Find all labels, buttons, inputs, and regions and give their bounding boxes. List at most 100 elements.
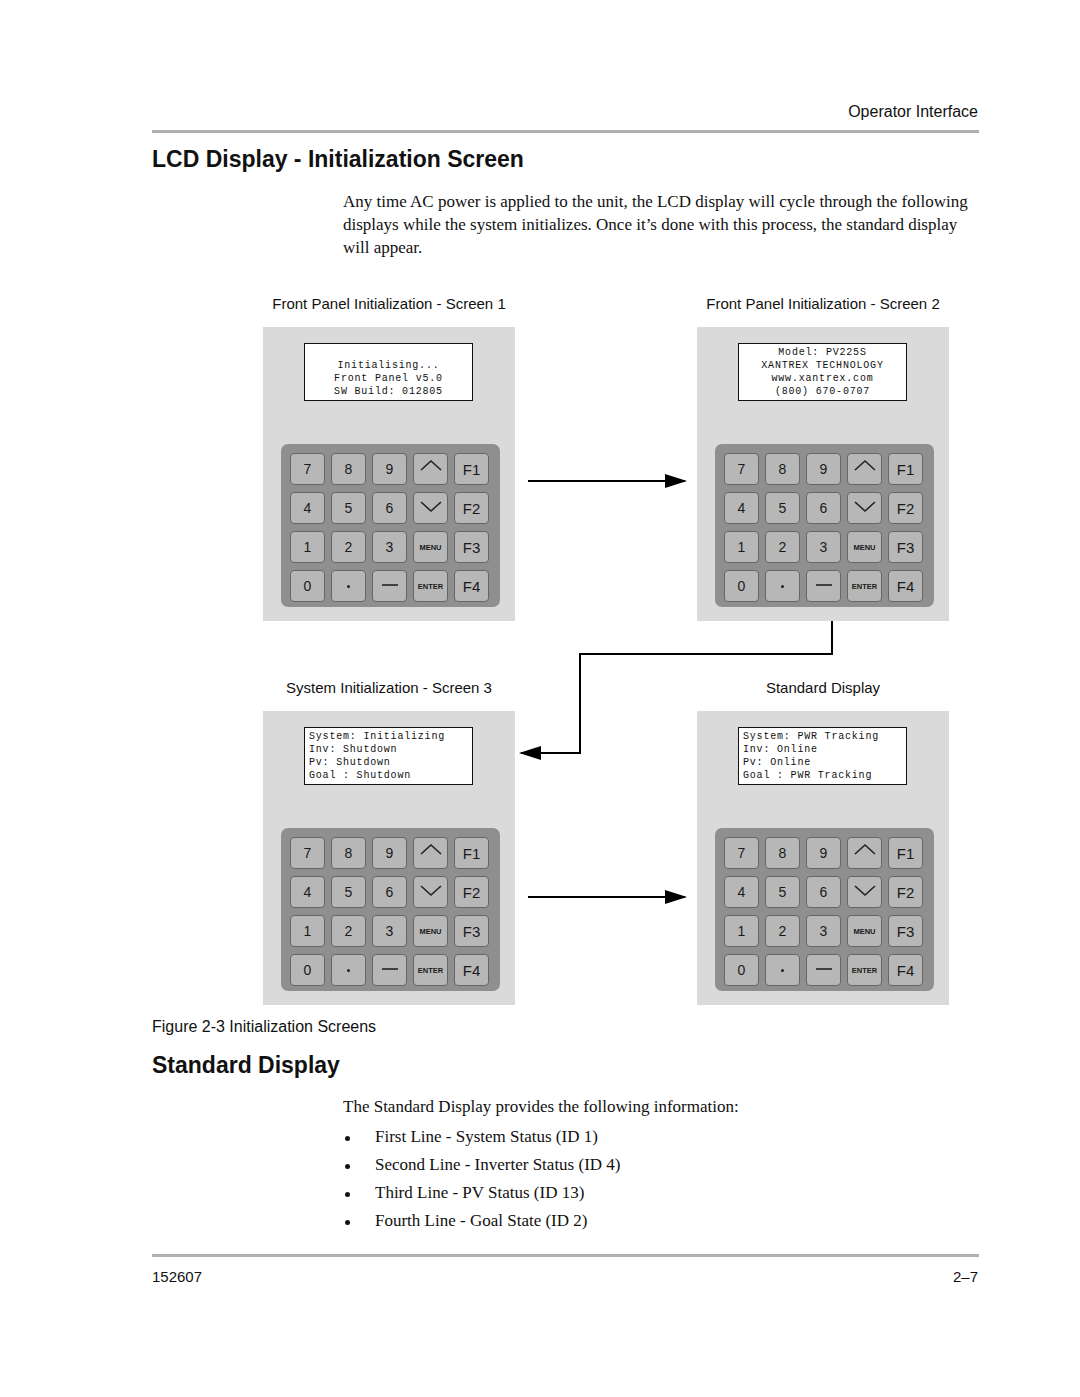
keypad-key: MENU	[413, 915, 448, 947]
key-label: F1	[463, 461, 481, 478]
keypad-key: F4	[888, 570, 923, 602]
dot-key-symbol	[781, 969, 784, 972]
key-label: 9	[820, 461, 828, 477]
key-label: F3	[897, 539, 915, 556]
lcd-line: Pv: Online	[741, 756, 904, 769]
key-label: F2	[897, 884, 915, 901]
keypad-key: F4	[454, 570, 489, 602]
keypad-key: 4	[290, 492, 325, 524]
keypad-key: F1	[888, 837, 923, 869]
keypad: 789F1456F2123MENUF30ENTERF4	[715, 828, 934, 991]
dash-key	[373, 571, 406, 601]
key-label: F4	[463, 962, 481, 979]
bullet-dot	[345, 1164, 350, 1169]
key-label: 4	[738, 884, 746, 900]
key-label: ENTER	[852, 966, 877, 975]
lcd-screen: System: PWR TrackingInv: OnlinePv: Onlin…	[738, 727, 907, 785]
screen-panel: Front Panel Initialization - Screen 2Mod…	[697, 295, 949, 621]
key-label: F3	[463, 539, 481, 556]
keypad-key: 8	[765, 453, 800, 485]
keypad-key	[413, 453, 448, 485]
screen-panel: Front Panel Initialization - Screen 1Ini…	[263, 295, 515, 621]
front-panel: Initialising...Front Panel v5.0SW Build:…	[263, 327, 515, 621]
key-label: 6	[386, 884, 394, 900]
key-label: 2	[779, 923, 787, 939]
key-label: F4	[897, 962, 915, 979]
key-label: 8	[345, 461, 353, 477]
front-panel: System: InitializingInv: ShutdownPv: Shu…	[263, 711, 515, 1005]
keypad-key: 0	[724, 954, 759, 986]
panel-heading: System Initialization - Screen 3	[223, 679, 555, 711]
key-label: 2	[345, 923, 353, 939]
key-symbol	[816, 968, 832, 970]
keypad-key: 1	[290, 531, 325, 563]
keypad-key	[847, 453, 882, 485]
keypad-key: 7	[290, 453, 325, 485]
keypad-key	[765, 570, 800, 602]
keypad-key: F4	[454, 954, 489, 986]
keypad-key: MENU	[413, 531, 448, 563]
keypad: 789F1456F2123MENUF30ENTERF4	[281, 444, 500, 607]
key-label: 3	[386, 539, 394, 555]
key-label: 8	[345, 845, 353, 861]
keypad-key: 3	[372, 915, 407, 947]
keypad-key: 5	[765, 492, 800, 524]
keypad-key: 9	[372, 837, 407, 869]
key-label: ENTER	[418, 966, 443, 975]
key-symbol	[816, 584, 832, 586]
keypad-key: 2	[765, 915, 800, 947]
key-label: 5	[779, 500, 787, 516]
keypad-key: 2	[331, 915, 366, 947]
keypad-key: 0	[290, 570, 325, 602]
key-label: 7	[738, 461, 746, 477]
key-label: F3	[897, 923, 915, 940]
keypad-key: F3	[888, 531, 923, 563]
key-symbol	[855, 845, 875, 854]
keypad-key	[413, 837, 448, 869]
keypad-key: F2	[888, 876, 923, 908]
key-label: 6	[820, 884, 828, 900]
key-label: 2	[779, 539, 787, 555]
keypad-key	[847, 837, 882, 869]
keypad-key: F2	[888, 492, 923, 524]
down-arrow-key	[848, 877, 881, 907]
keypad-key	[372, 954, 407, 986]
key-label: F4	[897, 578, 915, 595]
key-label: 8	[779, 845, 787, 861]
bullet-dot	[345, 1220, 350, 1225]
lcd-line: Initialising...	[307, 359, 470, 372]
lcd-line: Goal : Shutdown	[307, 769, 470, 782]
keypad-key: ENTER	[413, 570, 448, 602]
figure-caption: Figure 2-3 Initialization Screens	[152, 1018, 376, 1036]
key-label: F1	[463, 845, 481, 862]
up-arrow-key	[414, 838, 447, 868]
key-label: F3	[463, 923, 481, 940]
keypad-key: F1	[454, 453, 489, 485]
keypad-key: F4	[888, 954, 923, 986]
flow-arrow	[528, 896, 685, 898]
key-label: F2	[463, 884, 481, 901]
keypad-key: 0	[290, 954, 325, 986]
key-label: F1	[897, 845, 915, 862]
keypad-key: 4	[290, 876, 325, 908]
bullet-dot	[345, 1192, 350, 1197]
key-symbol	[382, 584, 398, 586]
key-label: ENTER	[418, 582, 443, 591]
key-label: 4	[738, 500, 746, 516]
key-label: 5	[345, 884, 353, 900]
lcd-line: Inv: Online	[741, 743, 904, 756]
running-header: Operator Interface	[848, 103, 978, 121]
keypad-key: 9	[372, 453, 407, 485]
keypad-key: 9	[806, 453, 841, 485]
lcd-line: Model: PV225S	[741, 346, 904, 359]
section-heading: Standard Display	[152, 1052, 340, 1079]
key-label: 3	[386, 923, 394, 939]
keypad-key	[413, 492, 448, 524]
keypad-key: 4	[724, 876, 759, 908]
bullet-dot	[345, 1136, 350, 1141]
up-arrow-key	[414, 454, 447, 484]
lcd-line: Inv: Shutdown	[307, 743, 470, 756]
key-label: 6	[820, 500, 828, 516]
key-label: 0	[738, 578, 746, 594]
up-arrow-key	[848, 454, 881, 484]
